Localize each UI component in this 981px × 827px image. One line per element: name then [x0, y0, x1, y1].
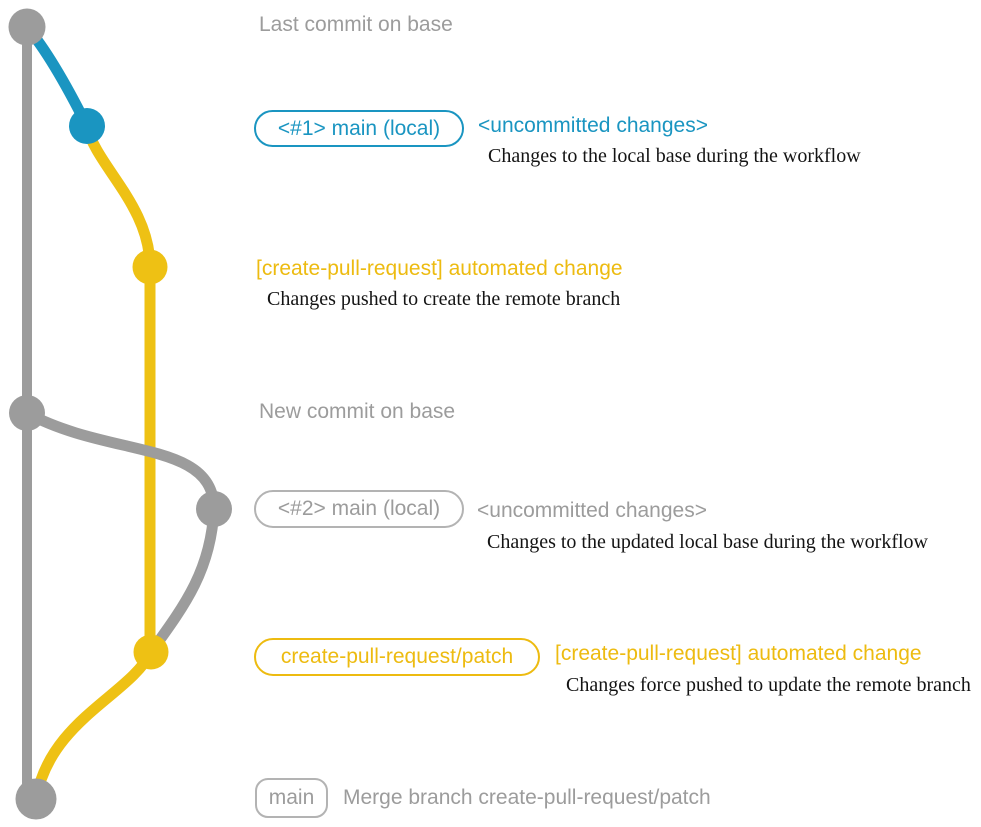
caption-uncommitted-changes-2: Changes to the updated local base during… [487, 531, 928, 553]
commit-node-uncommitted-2 [196, 491, 232, 527]
title-uncommitted-changes-1: <uncommitted changes> [478, 114, 708, 137]
badge-create-pull-request-patch: create-pull-request/patch [254, 638, 540, 676]
commit-node-uncommitted-1 [69, 108, 105, 144]
annotation-last-commit-on-base: Last commit on base [259, 13, 453, 36]
caption-automated-change-2: Changes force pushed to update the remot… [566, 674, 971, 696]
commit-node-remote-2 [133, 634, 169, 670]
caption-uncommitted-changes-1: Changes to the local base during the wor… [488, 145, 861, 167]
badge-main: main [255, 778, 328, 818]
title-uncommitted-changes-2: <uncommitted changes> [477, 499, 707, 522]
annotation-merge-branch: Merge branch create-pull-request/patch [343, 786, 711, 809]
badge-main-local-2: <#2> main (local) [254, 490, 464, 528]
annotation-new-commit-on-base: New commit on base [259, 400, 456, 423]
patch-branch-curve-top [81, 120, 156, 273]
patch-branch-merge-curve [30, 646, 157, 805]
badge-main-local-1: <#1> main (local) [254, 110, 464, 147]
title-automated-change-2: [create-pull-request] automated change [555, 642, 922, 665]
title-automated-change-1: [create-pull-request] automated change [256, 257, 623, 280]
commit-node-remote-1 [132, 249, 168, 285]
commit-node-merge [15, 778, 57, 820]
commit-node-last-base [8, 8, 46, 46]
local-branch-curve-2 [21, 407, 220, 658]
commit-node-new-base [9, 395, 45, 431]
caption-automated-change-1: Changes pushed to create the remote bran… [267, 288, 621, 310]
